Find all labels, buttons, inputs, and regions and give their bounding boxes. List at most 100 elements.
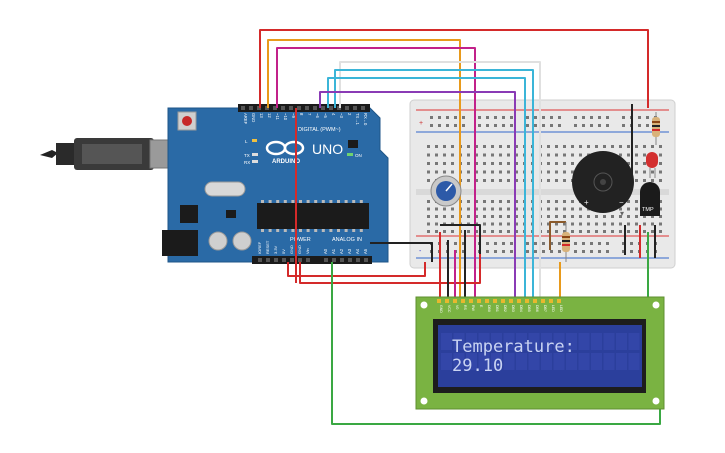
lcd-pin[interactable] xyxy=(493,299,497,303)
rail-hole[interactable] xyxy=(486,242,489,245)
lcd-pin[interactable] xyxy=(469,299,473,303)
lcd-pin[interactable] xyxy=(445,299,449,303)
lcd-pin[interactable] xyxy=(485,299,489,303)
breadboard-hole[interactable] xyxy=(563,207,566,211)
breadboard-hole[interactable] xyxy=(475,230,478,233)
breadboard-hole[interactable] xyxy=(547,179,550,182)
breadboard-hole[interactable] xyxy=(611,222,614,226)
breadboard-hole[interactable] xyxy=(491,215,494,218)
breadboard-hole[interactable] xyxy=(467,179,470,182)
rail-hole[interactable] xyxy=(542,242,545,245)
breadboard-hole[interactable] xyxy=(491,162,494,165)
breadboard-hole[interactable] xyxy=(483,207,486,211)
breadboard-hole[interactable] xyxy=(563,215,566,218)
digital-pin[interactable] xyxy=(361,106,365,110)
breadboard-hole[interactable] xyxy=(563,230,566,233)
breadboard-hole[interactable] xyxy=(491,222,494,226)
lcd-pin[interactable] xyxy=(541,299,545,303)
lcd-pin[interactable] xyxy=(501,299,505,303)
breadboard-hole[interactable] xyxy=(659,145,662,148)
breadboard-hole[interactable] xyxy=(451,162,454,165)
breadboard-hole[interactable] xyxy=(443,162,446,165)
breadboard-hole[interactable] xyxy=(515,162,518,165)
breadboard-hole[interactable] xyxy=(443,170,446,174)
breadboard-hole[interactable] xyxy=(499,215,502,218)
rail-hole[interactable] xyxy=(526,242,529,245)
rail-hole[interactable] xyxy=(430,124,433,127)
breadboard-hole[interactable] xyxy=(635,145,638,148)
wire-black-gnd[interactable] xyxy=(370,242,433,262)
breadboard-hole[interactable] xyxy=(515,179,518,182)
power-pin[interactable] xyxy=(298,258,302,262)
digital-pin[interactable] xyxy=(329,106,333,110)
breadboard-hole[interactable] xyxy=(451,170,454,174)
rail-hole[interactable] xyxy=(630,242,633,245)
rail-hole[interactable] xyxy=(542,250,545,253)
wire-orange[interactable] xyxy=(267,39,461,298)
breadboard-hole[interactable] xyxy=(619,222,622,226)
rail-hole[interactable] xyxy=(494,124,497,127)
resistor-bottom[interactable] xyxy=(562,222,570,262)
wire-red-rail[interactable] xyxy=(287,262,426,277)
breadboard-hole[interactable] xyxy=(659,162,662,165)
breadboard-hole[interactable] xyxy=(547,200,550,203)
breadboard-hole[interactable] xyxy=(483,215,486,218)
breadboard-hole[interactable] xyxy=(491,179,494,182)
rail-hole[interactable] xyxy=(550,124,553,127)
breadboard-hole[interactable] xyxy=(643,230,646,233)
breadboard-hole[interactable] xyxy=(643,179,646,182)
digital-pin[interactable] xyxy=(353,106,357,110)
analog-pin[interactable] xyxy=(356,258,360,262)
rail-hole[interactable] xyxy=(534,124,537,127)
digital-pin[interactable] xyxy=(273,106,277,110)
breadboard-hole[interactable] xyxy=(635,230,638,233)
rail-hole[interactable] xyxy=(454,242,457,245)
breadboard-hole[interactable] xyxy=(475,162,478,165)
rail-hole[interactable] xyxy=(622,242,625,245)
breadboard-hole[interactable] xyxy=(579,153,582,157)
wire-purple[interactable] xyxy=(319,91,516,298)
breadboard-hole[interactable] xyxy=(435,145,438,148)
lcd-pin[interactable] xyxy=(517,299,521,303)
rail-hole[interactable] xyxy=(462,116,465,119)
breadboard-hole[interactable] xyxy=(435,230,438,233)
rail-hole[interactable] xyxy=(486,250,489,253)
breadboard-hole[interactable] xyxy=(635,215,638,218)
breadboard-hole[interactable] xyxy=(651,222,654,226)
lcd-pin[interactable] xyxy=(509,299,513,303)
breadboard-hole[interactable] xyxy=(475,170,478,174)
breadboard-hole[interactable] xyxy=(427,153,430,157)
breadboard-hole[interactable] xyxy=(555,222,558,226)
breadboard-hole[interactable] xyxy=(627,145,630,148)
rail-hole[interactable] xyxy=(558,116,561,119)
breadboard-hole[interactable] xyxy=(499,162,502,165)
breadboard-hole[interactable] xyxy=(499,222,502,226)
breadboard-hole[interactable] xyxy=(595,230,598,233)
breadboard-hole[interactable] xyxy=(611,215,614,218)
breadboard-hole[interactable] xyxy=(651,145,654,148)
breadboard-hole[interactable] xyxy=(483,145,486,148)
breadboard-hole[interactable] xyxy=(491,153,494,157)
breadboard-hole[interactable] xyxy=(507,230,510,233)
breadboard-hole[interactable] xyxy=(659,230,662,233)
breadboard-hole[interactable] xyxy=(475,215,478,218)
breadboard-hole[interactable] xyxy=(467,230,470,233)
breadboard-hole[interactable] xyxy=(651,230,654,233)
breadboard-hole[interactable] xyxy=(563,153,566,157)
rail-hole[interactable] xyxy=(526,250,529,253)
digital-pin[interactable] xyxy=(297,106,301,110)
rail-hole[interactable] xyxy=(590,116,593,119)
rail-hole[interactable] xyxy=(454,124,457,127)
power-pin[interactable] xyxy=(266,258,270,262)
breadboard-hole[interactable] xyxy=(571,170,574,174)
breadboard-hole[interactable] xyxy=(467,207,470,211)
rail-hole[interactable] xyxy=(574,124,577,127)
piezo-buzzer[interactable]: + − xyxy=(572,151,634,213)
rail-hole[interactable] xyxy=(446,116,449,119)
wire-black-pot[interactable] xyxy=(440,224,481,254)
rail-hole[interactable] xyxy=(622,124,625,127)
rail-hole[interactable] xyxy=(574,116,577,119)
breadboard-hole[interactable] xyxy=(563,162,566,165)
breadboard-hole[interactable] xyxy=(635,153,638,157)
rail-hole[interactable] xyxy=(590,124,593,127)
